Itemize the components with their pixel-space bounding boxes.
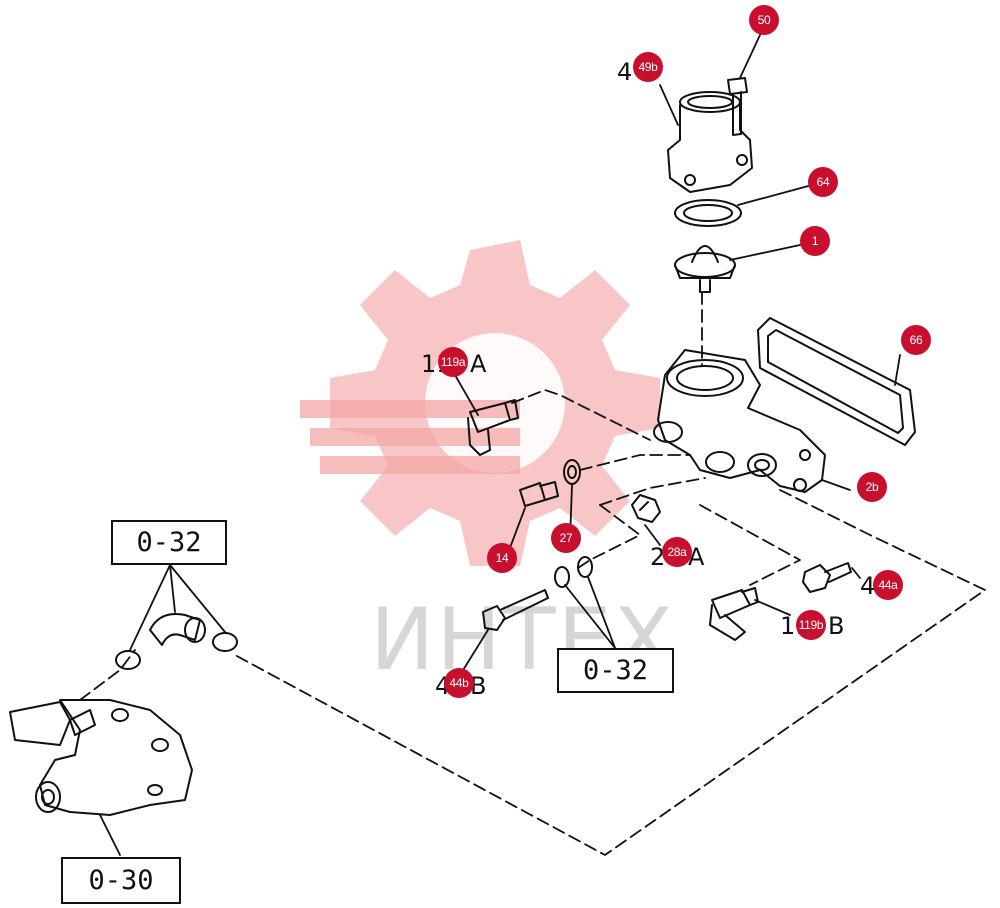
callout-2b[interactable]: 2b [857,472,887,502]
ref-box-0-30[interactable]: 0-30 [61,857,181,904]
callout-66[interactable]: 66 [901,325,931,355]
label-49b-prefix: 4 [617,58,633,86]
water-pump [9,699,193,816]
fitting-119a [467,399,519,456]
label-119b-suffix: B [828,612,845,640]
ref-box-0-32-mid[interactable]: 0-32 [557,648,674,693]
callout-44b[interactable]: 44b [444,668,474,698]
label-119a-suffix: A [470,350,487,378]
leader-0-32-mid [564,576,616,649]
callout-1[interactable]: 1 [800,226,830,256]
callout-27[interactable]: 27 [551,523,581,553]
callout-119b[interactable]: 119b [796,610,826,640]
label-28a-suffix: A [688,543,705,571]
label-44b-suffix: B [470,672,487,700]
thermostat-housing [653,349,826,493]
routing-lines [79,291,986,856]
bolt-44a [802,562,852,593]
washer-27 [563,459,581,485]
callout-14[interactable]: 14 [487,543,517,573]
plug-28a [631,494,661,523]
bolt-14 [519,481,559,507]
callout-leaders [454,34,901,676]
thermostat-1 [674,245,736,293]
thermostat-cover [667,91,753,193]
leader-0-32-top [129,564,226,651]
ref-box-0-32-top[interactable]: 0-32 [111,520,227,565]
callout-119a[interactable]: 119a [438,347,468,377]
clips-0-32-mid [554,556,593,588]
callout-49b[interactable]: 49b [633,52,663,82]
bolt-50 [727,77,748,136]
callout-64[interactable]: 64 [808,167,838,197]
gasket-64 [674,199,742,227]
bolt-44b [482,589,549,631]
callout-28a[interactable]: 28a [662,537,692,567]
callout-50[interactable]: 50 [749,5,779,35]
fitting-119b [709,587,759,641]
label-44a-prefix: 4 [860,572,876,600]
callout-44a[interactable]: 44a [873,570,903,600]
leader-0-30 [99,814,121,856]
hose-assembly [115,613,238,670]
gasket-66 [757,317,916,446]
